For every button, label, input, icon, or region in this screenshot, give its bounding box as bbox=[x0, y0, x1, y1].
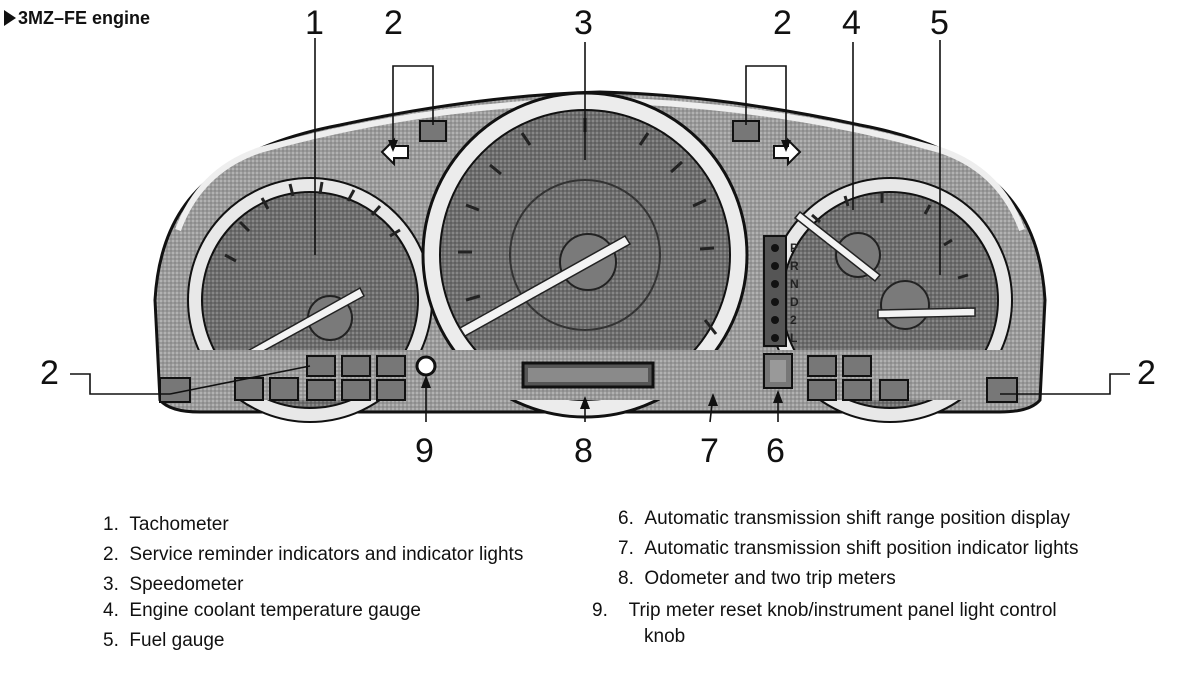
callout-number: 8 bbox=[574, 432, 593, 470]
legend-item: 6. Automatic transmission shift range po… bbox=[618, 504, 1178, 534]
shift-letter: 2 bbox=[790, 313, 797, 327]
callout-number: 2 bbox=[384, 4, 403, 42]
legend-text: Tachometer bbox=[129, 514, 229, 535]
shift-letter: N bbox=[790, 277, 799, 291]
fuel-gauge-hub bbox=[880, 280, 930, 330]
engine-label-text: 3MZ–FE engine bbox=[18, 8, 151, 28]
trip-reset-knob[interactable] bbox=[415, 355, 437, 377]
legend-number: 2. bbox=[103, 544, 119, 565]
shift-letter: D bbox=[790, 295, 799, 309]
temp-gauge-ticks bbox=[811, 192, 884, 224]
callout-number: 3 bbox=[574, 4, 593, 42]
fuel-needle bbox=[877, 307, 976, 319]
shift-indicator-strip bbox=[763, 235, 787, 347]
right-warning-lights bbox=[763, 353, 1018, 403]
fuel-gauge-ticks bbox=[923, 204, 969, 280]
tachometer-ticks bbox=[224, 181, 401, 263]
instrument-cluster-diagram: P R N D 2 L bbox=[40, 4, 1156, 470]
shift-letter: L bbox=[790, 331, 797, 345]
legend-item: 9. Trip meter reset knob/instrument pane… bbox=[592, 600, 1057, 647]
leader-lines bbox=[70, 38, 1130, 423]
legend-item: 5. Fuel gauge bbox=[103, 626, 523, 656]
callout-number: 5 bbox=[930, 4, 949, 42]
legend-number: 3. bbox=[103, 574, 119, 595]
callout-number: 2 bbox=[1137, 354, 1156, 392]
leader-arrowhead bbox=[421, 375, 431, 388]
shift-letter: R bbox=[790, 259, 799, 273]
callout-number: 2 bbox=[773, 4, 792, 42]
callout-number: 6 bbox=[766, 432, 785, 470]
legend-left: 1. Tachometer 2. Service reminder indica… bbox=[103, 510, 523, 656]
callout-number: 4 bbox=[842, 4, 861, 42]
legend-item: 8. Odometer and two trip meters bbox=[618, 564, 1178, 594]
legend-number: 5. bbox=[103, 630, 119, 651]
legend-number: 6. bbox=[618, 508, 634, 529]
legend-text: Trip meter reset knob/instrument panel l… bbox=[628, 600, 1057, 647]
legend-number: 1. bbox=[103, 514, 119, 535]
callout-number: 2 bbox=[40, 354, 59, 392]
engine-label: 3MZ–FE engine bbox=[4, 8, 150, 29]
callout-number: 9 bbox=[415, 432, 434, 470]
legend-text: Automatic transmission shift position in… bbox=[644, 538, 1079, 559]
legend-item: 1. Tachometer bbox=[103, 510, 523, 540]
callout-number: 1 bbox=[305, 4, 324, 42]
legend-text: Speedometer bbox=[129, 574, 244, 595]
shift-letter: P bbox=[790, 241, 798, 255]
legend-text: Automatic transmission shift range posit… bbox=[644, 508, 1071, 529]
legend-number: 7. bbox=[618, 538, 634, 559]
legend-number: 4. bbox=[103, 600, 119, 621]
legend-text: Service reminder indicators and indicato… bbox=[129, 544, 524, 565]
speedometer-needle bbox=[458, 234, 632, 338]
triangle-bullet-icon bbox=[4, 10, 16, 26]
legend-number: 8. bbox=[618, 568, 634, 589]
coolant-needle bbox=[793, 210, 882, 283]
legend-item: 2. Service reminder indicators and indic… bbox=[103, 540, 523, 570]
legend-item: 4. Engine coolant temperature gauge bbox=[103, 596, 523, 626]
callout-number: 7 bbox=[700, 432, 719, 470]
leader-arrowhead bbox=[388, 140, 398, 152]
leader-arrowhead bbox=[781, 140, 791, 152]
leader-arrowhead bbox=[708, 393, 718, 406]
leader-arrowhead bbox=[580, 396, 590, 409]
shift-letters: P R N D 2 L bbox=[790, 241, 799, 345]
legend-text: Odometer and two trip meters bbox=[644, 568, 896, 589]
legend-text: Engine coolant temperature gauge bbox=[129, 600, 421, 621]
shift-indicator-lights bbox=[771, 244, 779, 342]
legend-right: 6. Automatic transmission shift range po… bbox=[592, 504, 1178, 650]
speedometer bbox=[421, 91, 749, 419]
leader-arrowhead bbox=[773, 390, 783, 403]
legend-item: 3. Speedometer bbox=[103, 570, 523, 600]
legend-item: 7. Automatic transmission shift position… bbox=[618, 534, 1178, 564]
legend-text: Fuel gauge bbox=[129, 630, 225, 651]
